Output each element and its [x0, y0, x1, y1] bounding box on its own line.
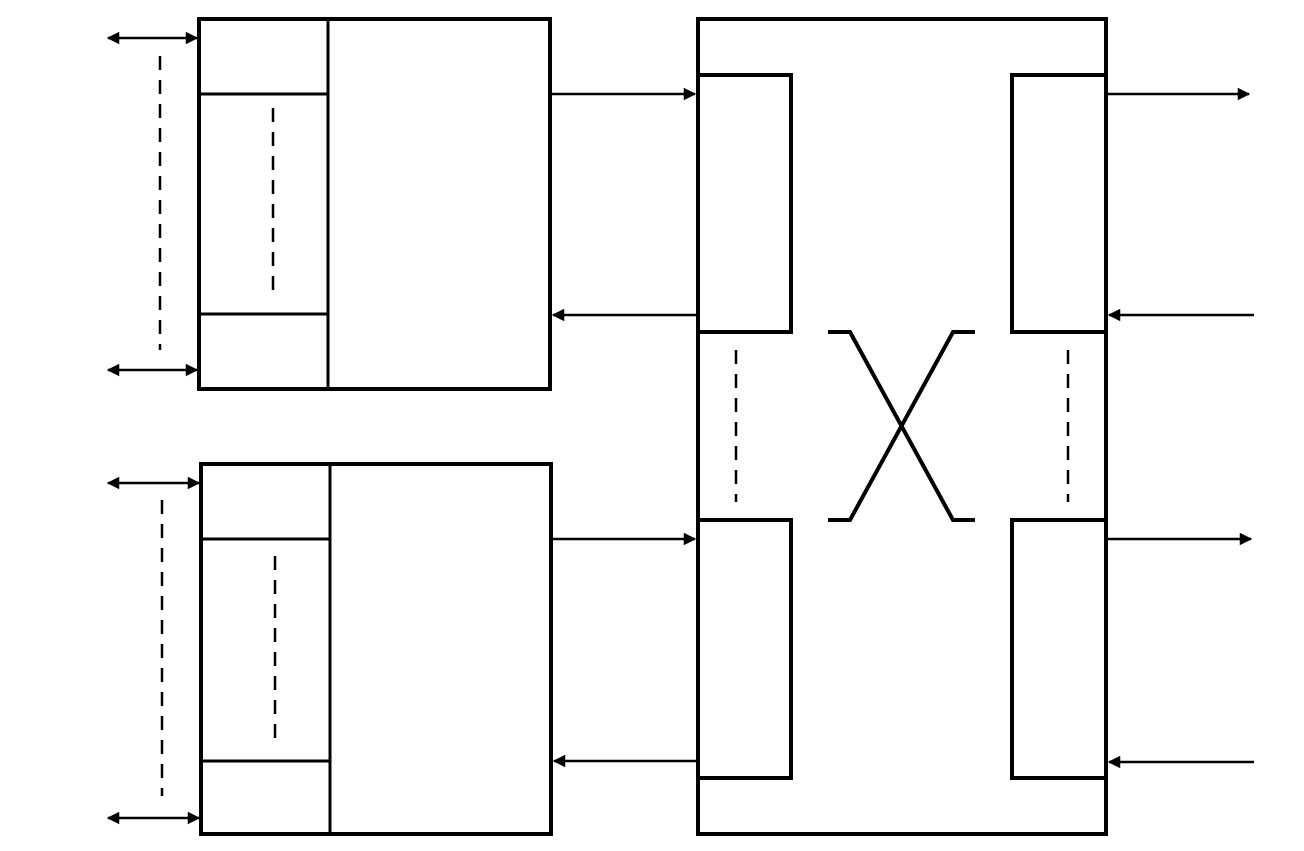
crossover-icon — [828, 330, 975, 522]
upper-right-port — [1010, 73, 1108, 334]
upper-module — [197, 17, 552, 391]
lower-module-frame — [199, 462, 553, 836]
lower-right-port — [1010, 518, 1108, 780]
upper-module-frame — [197, 17, 552, 391]
lower-left-port — [696, 518, 793, 780]
lower-module — [199, 462, 553, 836]
upper-left-port — [696, 73, 793, 334]
crossbar-switch — [696, 17, 1108, 836]
